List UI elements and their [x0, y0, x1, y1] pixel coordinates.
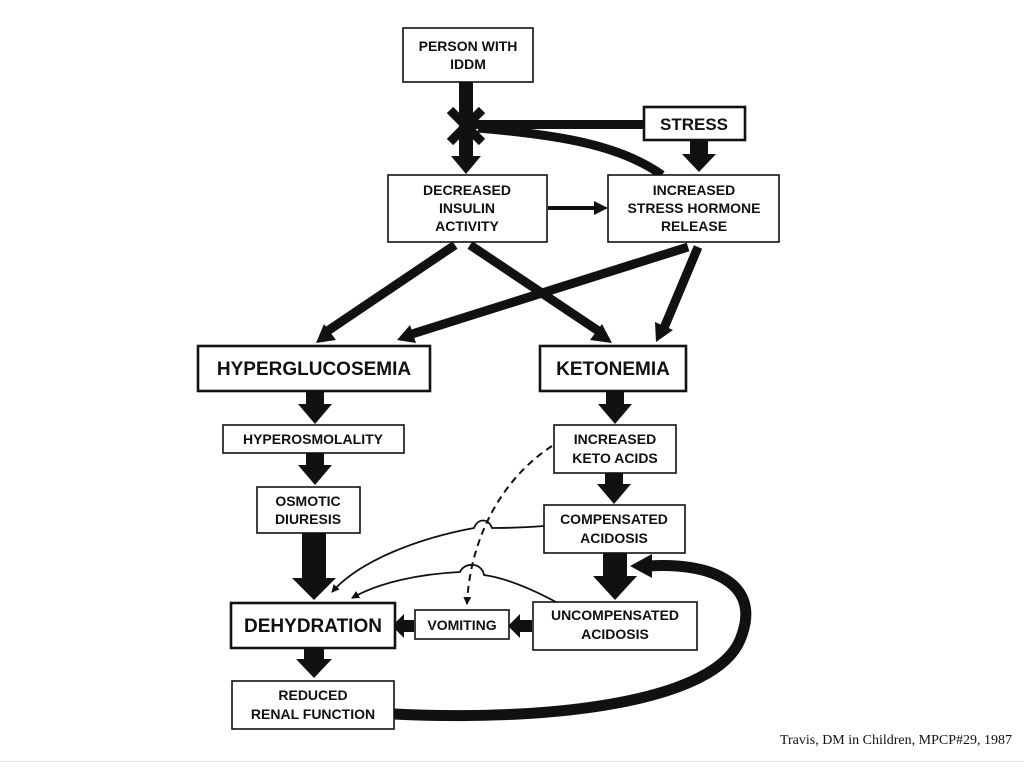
node-osmotic-diuresis: OSMOTIC DIURESIS [256, 486, 361, 534]
arrow-stress-to-block [466, 115, 644, 134]
arrow-insulin-to-ketonemia [467, 241, 612, 343]
arrow-hormone-to-block [477, 123, 665, 179]
node-hyperosmolality: HYPEROSMOLALITY [222, 424, 405, 454]
node-decreased-insulin-activity: DECREASED INSULIN ACTIVITY [387, 174, 548, 243]
slide-bottom-divider [0, 761, 1024, 762]
node-hyperosmolality-label: HYPEROSMOLALITY [243, 431, 384, 447]
arrow-hyperglucosemia-to-hyperosmolality [298, 392, 332, 424]
node-hyperglucosemia-label: HYPERGLUCOSEMIA [217, 359, 412, 380]
dashed-arrow-keto-acids-to-vomiting [463, 445, 553, 605]
node-vomiting: VOMITING [414, 609, 510, 640]
arrow-hormone-to-hyperglucosemia [397, 242, 690, 343]
node-hormone-line-3: RELEASE [661, 218, 727, 234]
arrow-ketonemia-to-keto-acids [598, 392, 632, 424]
connectors [292, 82, 752, 722]
thin-arrow-uncomp-acidosis-to-dehydration [351, 563, 557, 603]
arrow-insulin-to-hyperglucosemia [316, 241, 458, 343]
node-increased-keto-acids: INCREASED KETO ACIDS [553, 424, 677, 474]
node-increased-stress-hormone-release: INCREASED STRESS HORMONE RELEASE [607, 174, 780, 243]
node-ketonemia-label: KETONEMIA [556, 359, 670, 380]
node-insulin-line-2: INSULIN [439, 200, 495, 216]
node-dehydration: DEHYDRATION [229, 601, 397, 650]
arrow-uncomp-to-vomiting [508, 614, 532, 638]
block-x-mark [446, 106, 486, 146]
arrow-hormone-to-ketonemia [655, 245, 703, 342]
node-person-line-1: PERSON WITH [419, 38, 518, 54]
arrow-dehydration-to-renal [296, 647, 332, 678]
node-reduced-renal-function: REDUCED RENAL FUNCTION [231, 680, 395, 730]
citation: Travis, DM in Children, MPCP#29, 1987 [779, 733, 1012, 748]
node-stress-label: STRESS [660, 115, 728, 134]
node-insulin-line-3: ACTIVITY [435, 218, 499, 234]
arrow-comp-to-uncomp-acidosis [593, 553, 637, 600]
node-uncomp-acidosis-line-1: UNCOMPENSATED [551, 607, 679, 623]
node-keto-acids-line-1: INCREASED [574, 431, 656, 447]
node-keto-acids-line-2: KETO ACIDS [572, 450, 658, 466]
node-person-with-iddm: PERSON WITH IDDM [402, 27, 534, 83]
node-hormone-line-2: STRESS HORMONE [627, 200, 760, 216]
arrow-vomiting-to-dehydration [392, 614, 414, 638]
arrow-hyperosmolality-to-osmotic [298, 453, 332, 485]
node-uncomp-acidosis-line-2: ACIDOSIS [581, 626, 649, 642]
node-insulin-line-1: DECREASED [423, 182, 511, 198]
node-osmotic-line-2: DIURESIS [275, 511, 341, 527]
node-renal-line-2: RENAL FUNCTION [251, 706, 375, 722]
arrow-insulin-to-hormone [548, 201, 608, 215]
node-vomiting-label: VOMITING [427, 617, 496, 633]
node-stress: STRESS [642, 105, 747, 142]
arrow-osmotic-to-dehydration [292, 533, 336, 600]
node-ketonemia: KETONEMIA [538, 344, 688, 393]
arrow-keto-acids-to-comp-acidosis [597, 472, 631, 504]
node-hyperglucosemia: HYPERGLUCOSEMIA [196, 344, 432, 393]
node-comp-acidosis-line-2: ACIDOSIS [580, 530, 648, 546]
node-osmotic-line-1: OSMOTIC [275, 493, 340, 509]
node-compensated-acidosis: COMPENSATED ACIDOSIS [543, 504, 686, 554]
arrow-stress-to-hormone [682, 140, 716, 172]
node-comp-acidosis-line-1: COMPENSATED [560, 511, 668, 527]
node-hormone-line-1: INCREASED [653, 182, 735, 198]
feedback-arrow-renal-to-comp-acidosis [393, 554, 752, 722]
node-person-line-2: IDDM [450, 56, 486, 72]
node-uncompensated-acidosis: UNCOMPENSATED ACIDOSIS [532, 601, 698, 651]
thin-arrow-comp-acidosis-to-dehydration [331, 519, 545, 593]
node-renal-line-1: REDUCED [278, 687, 347, 703]
node-dehydration-label: DEHYDRATION [244, 616, 382, 637]
